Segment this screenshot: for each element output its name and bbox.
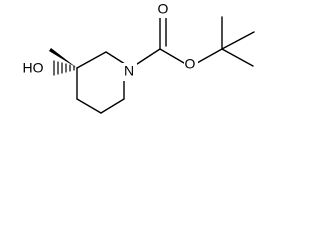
hydroxyl-hashed-bond xyxy=(53,60,75,76)
bond-c5-c4 xyxy=(76,98,102,114)
bond-ccarbonyl-oester xyxy=(159,48,185,64)
bond-oester-cq xyxy=(196,48,223,64)
bond-c6-c5 xyxy=(100,98,125,114)
hydroxyl-label: HO xyxy=(23,60,44,76)
methyl-wedge-bond xyxy=(49,48,77,68)
bond-c3-c2 xyxy=(76,51,107,69)
bond-n-ccarbonyl xyxy=(133,48,161,67)
structure-canvas: N O O HO xyxy=(0,0,270,134)
nitrogen-atom-label: N xyxy=(124,63,134,79)
ester-oxygen-label: O xyxy=(185,56,196,72)
bond-cq-me-bottom xyxy=(221,48,254,67)
molecule-diagram: N O O HO xyxy=(20,1,255,114)
bond-cq-me-right xyxy=(221,31,255,50)
carbonyl-oxygen-label: O xyxy=(158,1,169,17)
